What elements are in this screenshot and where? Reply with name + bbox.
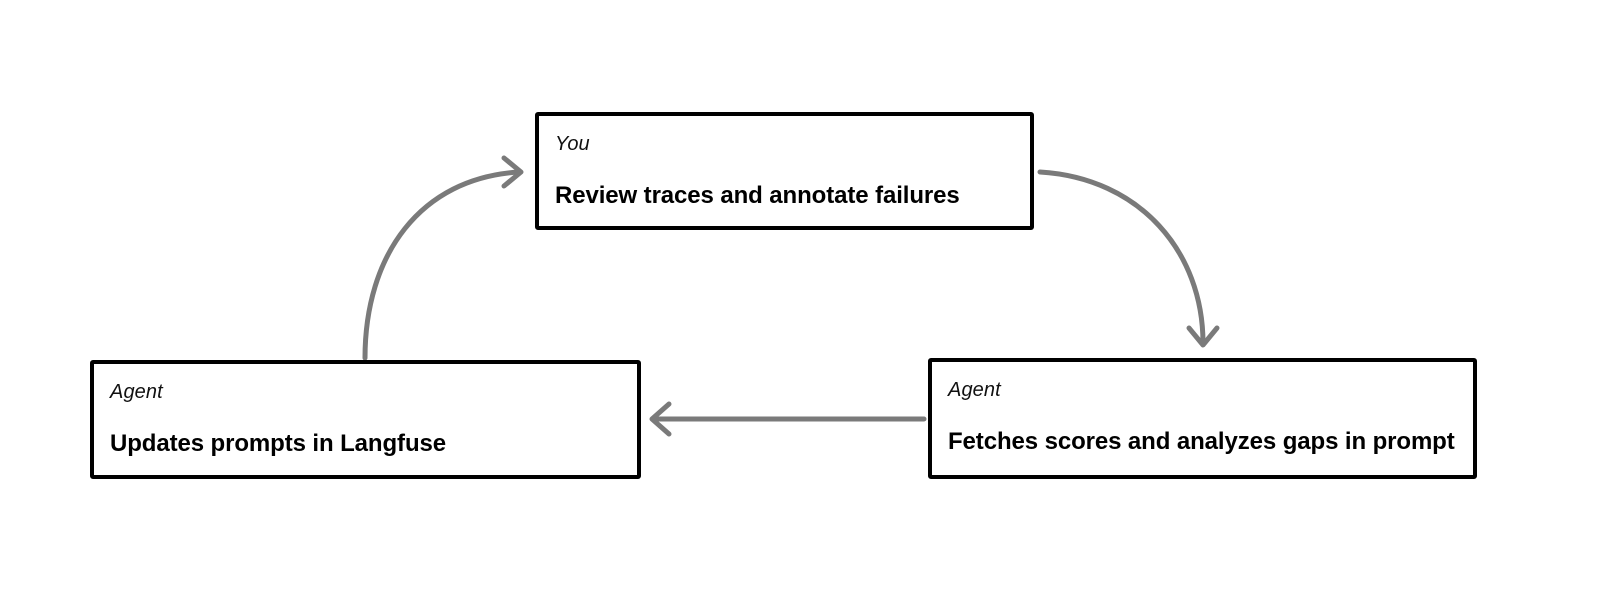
node-role-label: You — [555, 133, 590, 155]
edge-you-to-fetches-arrowhead — [1186, 325, 1220, 348]
edge-updates-to-you-path — [362, 169, 522, 361]
node-title-text: Updates prompts in Langfuse — [110, 430, 446, 457]
edge-you-to-fetches — [1037, 169, 1220, 348]
node-title-text: Fetches scores and analyzes gaps in prom… — [948, 428, 1455, 455]
node-you-review[interactable]: You Review traces and annotate failures — [535, 112, 1034, 230]
node-title-text: Review traces and annotate failures — [555, 182, 960, 209]
edge-fetches-to-updates-arrowhead — [649, 401, 672, 437]
edge-updates-to-you-arrowhead — [501, 155, 524, 189]
node-role-label: Agent — [110, 381, 163, 403]
edge-fetches-to-updates — [649, 401, 927, 437]
node-role-label: Agent — [948, 379, 1001, 401]
edge-you-to-fetches-path — [1037, 169, 1206, 346]
node-agent-fetches[interactable]: Agent Fetches scores and analyzes gaps i… — [928, 358, 1477, 479]
edge-updates-to-you — [362, 155, 524, 361]
node-agent-updates[interactable]: Agent Updates prompts in Langfuse — [90, 360, 641, 479]
